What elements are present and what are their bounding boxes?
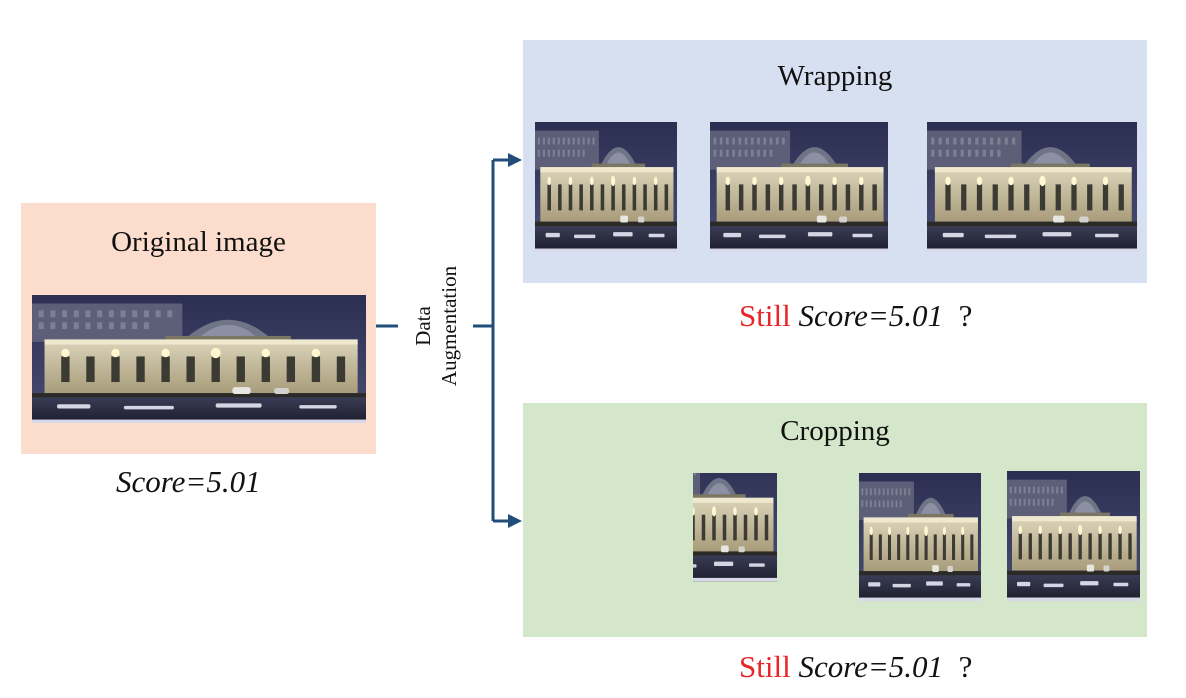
wrapping-question: ? <box>958 298 973 333</box>
arrowhead-top <box>508 153 522 167</box>
original-title: Original image <box>111 226 286 258</box>
original-photo <box>32 295 366 423</box>
wrapping-panel: Wrapping <box>523 40 1147 283</box>
arrowhead-bottom <box>508 514 522 528</box>
cropping-panel: Cropping <box>523 403 1147 637</box>
wrapping-still: Still <box>739 298 791 333</box>
cropping-question: ? <box>958 649 973 684</box>
augmentation-label: Data Augmentation <box>410 266 462 386</box>
wrapping-photo-1 <box>535 122 677 252</box>
augmentation-label-line1: Data <box>411 306 435 346</box>
wrapping-photo-2 <box>710 122 888 252</box>
cropping-photo-3 <box>859 473 981 601</box>
cropping-photo-1 <box>537 473 667 603</box>
cropping-score-line: Still Score=5.01 ? <box>739 651 972 682</box>
cropping-still: Still <box>739 649 791 684</box>
cropping-photo-4 <box>1007 471 1140 601</box>
cropping-title: Cropping <box>780 415 890 447</box>
original-score: Score=5.01 <box>116 466 261 497</box>
wrapping-photo-3 <box>927 122 1137 252</box>
original-panel: Original image <box>21 203 376 454</box>
wrapping-score: Score=5.01 <box>798 298 944 333</box>
augmentation-label-line2: Augmentation <box>437 265 461 387</box>
wrapping-score-line: Still Score=5.01 ? <box>739 300 972 331</box>
original-score-value: Score=5.01 <box>116 464 261 499</box>
cropping-photo-2 <box>693 473 833 601</box>
cropping-score: Score=5.01 <box>798 649 944 684</box>
wrapping-title: Wrapping <box>777 60 893 92</box>
